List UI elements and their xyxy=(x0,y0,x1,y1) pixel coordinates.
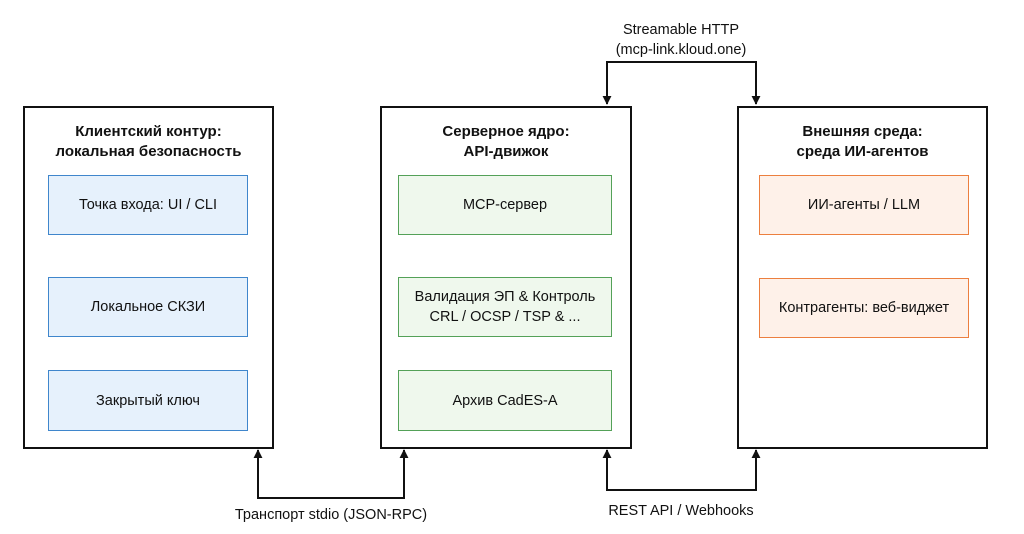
node-private-key-label: Закрытый ключ xyxy=(96,392,200,409)
panel-client-title: Клиентский контур: локальная безопасност… xyxy=(25,122,272,162)
panel-client-title-line1: Клиентский контур: xyxy=(75,123,222,140)
node-mcp-server-label: MCP-сервер xyxy=(462,197,548,213)
panel-external-title: Внешняя среда: среда ИИ-агентов xyxy=(739,122,986,162)
node-validation-line1: Валидация ЭП & Контроль xyxy=(414,289,596,305)
panel-external-title-line2: среда ИИ-агентов xyxy=(796,143,929,160)
label-streamable-http-line2: (mcp-link.kloud.one) xyxy=(615,42,747,58)
node-validation: Валидация ЭП & Контроль CRL / OCSP / TSP… xyxy=(398,277,612,337)
panel-client-title-line2: локальная безопасность xyxy=(55,143,242,160)
label-stdio: Транспорт stdio (JSON-RPC) xyxy=(234,507,428,523)
node-local-skzi: Локальное СКЗИ xyxy=(48,277,248,337)
node-counterparties: Контрагенты: веб-виджет xyxy=(759,278,969,338)
node-archive-label: Архив CadES-A xyxy=(452,392,558,409)
node-counterparties-label: Контрагенты: веб-виджет xyxy=(778,300,950,316)
connector-stdio xyxy=(253,449,409,499)
label-streamable-http: Streamable HTTP (mcp-link.kloud.one) xyxy=(581,20,781,60)
node-private-key: Закрытый ключ xyxy=(48,370,248,431)
panel-server-title-line1: Серверное ядро: xyxy=(442,123,570,140)
panel-external-title-line1: Внешняя среда: xyxy=(802,123,923,140)
panel-external: Внешняя среда: среда ИИ-агентов xyxy=(737,106,988,449)
panel-server-title: Серверное ядро: API-движок xyxy=(382,122,630,162)
connector-streamable-http xyxy=(602,61,761,105)
node-mcp-server: MCP-сервер xyxy=(398,175,612,235)
connector-rest-api xyxy=(602,449,761,491)
node-archive: Архив CadES-A xyxy=(398,370,612,431)
panel-server-title-line2: API-движок xyxy=(463,143,549,160)
node-local-skzi-label: Локальное СКЗИ xyxy=(90,299,206,315)
node-validation-line2: CRL / OCSP / TSP & ... xyxy=(429,309,581,325)
node-entry-point: Точка входа: UI / CLI xyxy=(48,175,248,235)
label-streamable-http-line1: Streamable HTTP xyxy=(622,22,740,38)
node-ai-agents-label: ИИ-агенты / LLM xyxy=(807,197,921,213)
node-entry-point-label: Точка входа: UI / CLI xyxy=(78,197,218,213)
node-ai-agents: ИИ-агенты / LLM xyxy=(759,175,969,235)
label-rest-api: REST API / Webhooks xyxy=(608,503,754,519)
